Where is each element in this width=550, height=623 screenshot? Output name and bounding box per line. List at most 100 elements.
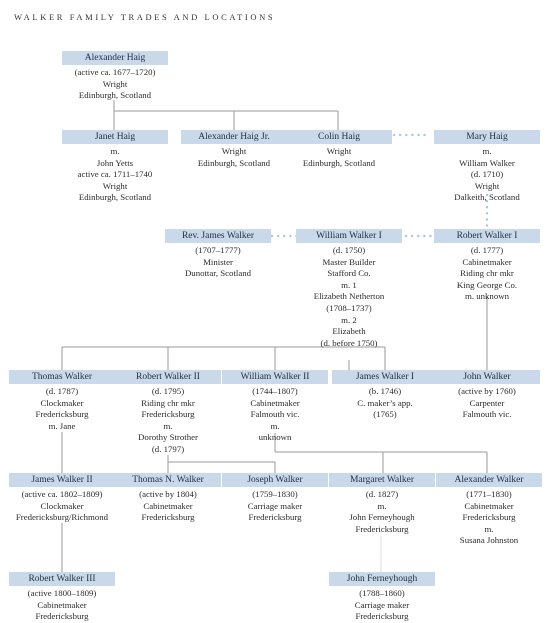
detail-line: Fredericksburg: [355, 523, 409, 534]
person-name: Rev. James Walker: [165, 229, 271, 243]
person-details: m. William Walker (d. 1710) Wright Dalke…: [434, 146, 540, 204]
person-thomas-n-walker: Thomas N. Walker (active by 1804) Cabine…: [115, 473, 221, 524]
detail-line: (b. 1746): [368, 386, 402, 396]
person-john-ferneyhough: John Ferneyhough (1788–1860) Carriage ma…: [329, 572, 435, 623]
person-details: (active by 1804) Cabinetmaker Fredericks…: [115, 489, 221, 524]
detail-line: (1759–1830): [252, 489, 298, 499]
detail-line: Wright: [102, 78, 128, 89]
detail-line: (1744–1807): [252, 386, 298, 396]
detail-line: m.: [484, 523, 494, 534]
detail-line: Cabinetmaker: [143, 500, 193, 511]
person-name: Colin Haig: [286, 130, 392, 144]
person-name: William Walker II: [222, 370, 328, 384]
detail-line: Cabinetmaker: [462, 256, 512, 267]
person-margaret-walker: Margaret Walker (d. 1827) m. John Ferney…: [329, 473, 435, 535]
detail-line: m.: [110, 146, 120, 156]
detail-line: Elizabeth Netherton: [313, 291, 385, 302]
person-name: William Walker I: [296, 229, 402, 243]
detail-line: (d. 1797): [151, 443, 185, 454]
person-joseph-walker: Joseph Walker (1759–1830) Carriage maker…: [222, 473, 328, 524]
detail-line: Riding chr mkr: [141, 397, 195, 408]
detail-line: (active ca. 1802–1809): [21, 489, 103, 499]
detail-line: m.: [377, 500, 387, 511]
detail-line: (d. 1710): [470, 169, 504, 180]
person-name: Thomas Walker: [9, 370, 115, 384]
person-name: James Walker II: [9, 473, 115, 487]
detail-line: Wright: [474, 180, 500, 191]
detail-line: (d. 1795): [151, 386, 185, 396]
detail-line: (active by 1760): [458, 386, 516, 396]
person-details: (1759–1830) Carriage maker Fredericksbur…: [222, 489, 328, 524]
detail-line: Clockmaker: [40, 500, 84, 511]
person-william-walker-ii: William Walker II (1744–1807) Cabinetmak…: [222, 370, 328, 444]
detail-line: Fredericksburg/Richmond: [15, 512, 109, 523]
person-details: (1744–1807) Cabinetmaker Falmouth vic. m…: [222, 386, 328, 444]
person-alexander-walker: Alexander Walker (1771–1830) Cabinetmake…: [436, 473, 542, 547]
detail-line: (active 1800–1809): [27, 588, 97, 598]
person-alexander-haig-jr: Alexander Haig Jr. Wright Edinburgh, Sco…: [181, 130, 287, 169]
detail-line: unknown: [258, 432, 292, 443]
detail-line: John Ferneyhough: [349, 512, 415, 523]
person-name: Robert Walker II: [115, 370, 221, 384]
detail-line: (d. 1787): [45, 386, 79, 396]
detail-line: (d. before 1750): [320, 337, 378, 348]
person-rev-james-walker: Rev. James Walker (1707–1777) Minister D…: [165, 229, 271, 280]
detail-line: (1771–1830): [466, 489, 512, 499]
person-details: (active 1800–1809) Cabinetmaker Frederic…: [9, 588, 115, 623]
detail-line: King George Co.: [456, 279, 518, 290]
detail-line: Stafford Co.: [327, 268, 371, 279]
detail-line: Riding chr mkr: [460, 268, 514, 279]
person-name: James Walker I: [332, 370, 438, 384]
detail-line: Fredericksburg: [355, 611, 409, 622]
person-name: John Walker: [434, 370, 540, 384]
person-details: (active ca. 1677–1720) Wright Edinburgh,…: [62, 67, 168, 102]
person-james-walker-i: James Walker I (b. 1746) C. maker’s app.…: [332, 370, 438, 421]
detail-line: (d. 1827): [365, 489, 399, 499]
person-details: (1788–1860) Carriage maker Fredericksbur…: [329, 588, 435, 623]
detail-line: Dunottar, Scotland: [184, 268, 252, 279]
person-name: Alexander Haig: [62, 51, 168, 65]
person-details: Wright Edinburgh, Scotland: [286, 146, 392, 169]
detail-line: Edinburgh, Scotland: [197, 157, 271, 168]
detail-line: m. unknown: [465, 291, 509, 302]
person-details: (active ca. 1802–1809) Clockmaker Freder…: [9, 489, 115, 524]
detail-line: Wright: [102, 180, 128, 191]
detail-line: Edinburgh, Scotland: [78, 90, 152, 101]
person-details: (d. 1827) m. John Ferneyhough Fredericks…: [329, 489, 435, 535]
person-details: (d. 1750) Master Builder Stafford Co. m.…: [296, 245, 402, 349]
detail-line: Fredericksburg: [35, 611, 89, 622]
detail-line: Wright: [326, 146, 352, 156]
detail-line: (d. 1750): [332, 245, 366, 255]
detail-line: Minister: [203, 256, 233, 267]
person-alexander-haig: Alexander Haig (active ca. 1677–1720) Wr…: [62, 51, 168, 102]
person-details: (d. 1787) Clockmaker Fredericksburg m. J…: [9, 386, 115, 432]
person-details: (d. 1795) Riding chr mkr Fredericksburg …: [115, 386, 221, 456]
person-details: Wright Edinburgh, Scotland: [181, 146, 287, 169]
page-title: WALKER FAMILY TRADES AND LOCATIONS: [14, 12, 276, 22]
person-robert-walker-iii: Robert Walker III (active 1800–1809) Cab…: [9, 572, 115, 623]
person-name: Robert Walker III: [9, 572, 115, 586]
detail-line: Fredericksburg: [141, 512, 195, 523]
person-details: (d. 1777) Cabinetmaker Riding chr mkr Ki…: [434, 245, 540, 303]
detail-line: Fredericksburg: [141, 409, 195, 420]
detail-line: Clockmaker: [40, 397, 84, 408]
person-janet-haig: Janet Haig m. John Yetts active ca. 1711…: [62, 130, 168, 204]
person-name: Mary Haig: [434, 130, 540, 144]
detail-line: m. 1: [341, 279, 357, 290]
person-name: Janet Haig: [62, 130, 168, 144]
detail-line: Carpenter: [469, 397, 505, 408]
person-robert-walker-ii: Robert Walker II (d. 1795) Riding chr mk…: [115, 370, 221, 456]
person-details: (1771–1830) Cabinetmaker Fredericksburg …: [436, 489, 542, 547]
detail-line: Edinburgh, Scotland: [302, 157, 376, 168]
detail-line: Cabinetmaker: [37, 599, 87, 610]
detail-line: (1788–1860): [359, 588, 405, 598]
detail-line: Elizabeth: [332, 326, 366, 337]
detail-line: Falmouth vic.: [462, 409, 512, 420]
detail-line: m.: [482, 146, 492, 156]
detail-line: m.: [163, 420, 173, 431]
person-name: Thomas N. Walker: [115, 473, 221, 487]
detail-line: Fredericksburg: [35, 409, 89, 420]
detail-line: Susana Johnston: [459, 535, 519, 546]
person-name: Margaret Walker: [329, 473, 435, 487]
